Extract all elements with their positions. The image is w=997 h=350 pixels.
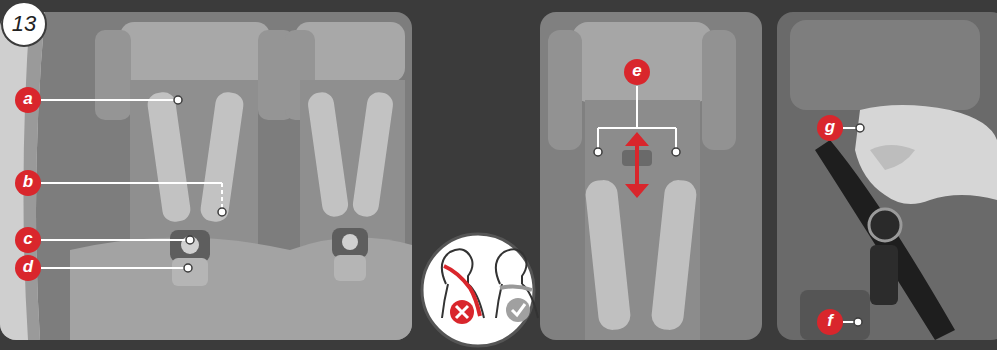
callout-letter: g [817,115,843,141]
leader-lines-2 [843,128,858,322]
callout-letter: d [15,255,41,281]
callout-letter: c [15,227,41,253]
leader-lines [41,100,222,268]
seat-photo [0,12,412,340]
callout-letter: f [817,309,843,335]
callout-letter: b [15,170,41,196]
leader-dots [174,96,226,272]
strap-photo [777,12,997,340]
leader-dots-2 [854,124,864,326]
step-number: 13 [1,1,47,47]
height-bracket [594,86,680,198]
callout-letter: a [15,87,41,113]
harness-fit-icon [422,234,538,346]
callout-letter: e [624,59,650,85]
headrest-photo [540,12,762,340]
